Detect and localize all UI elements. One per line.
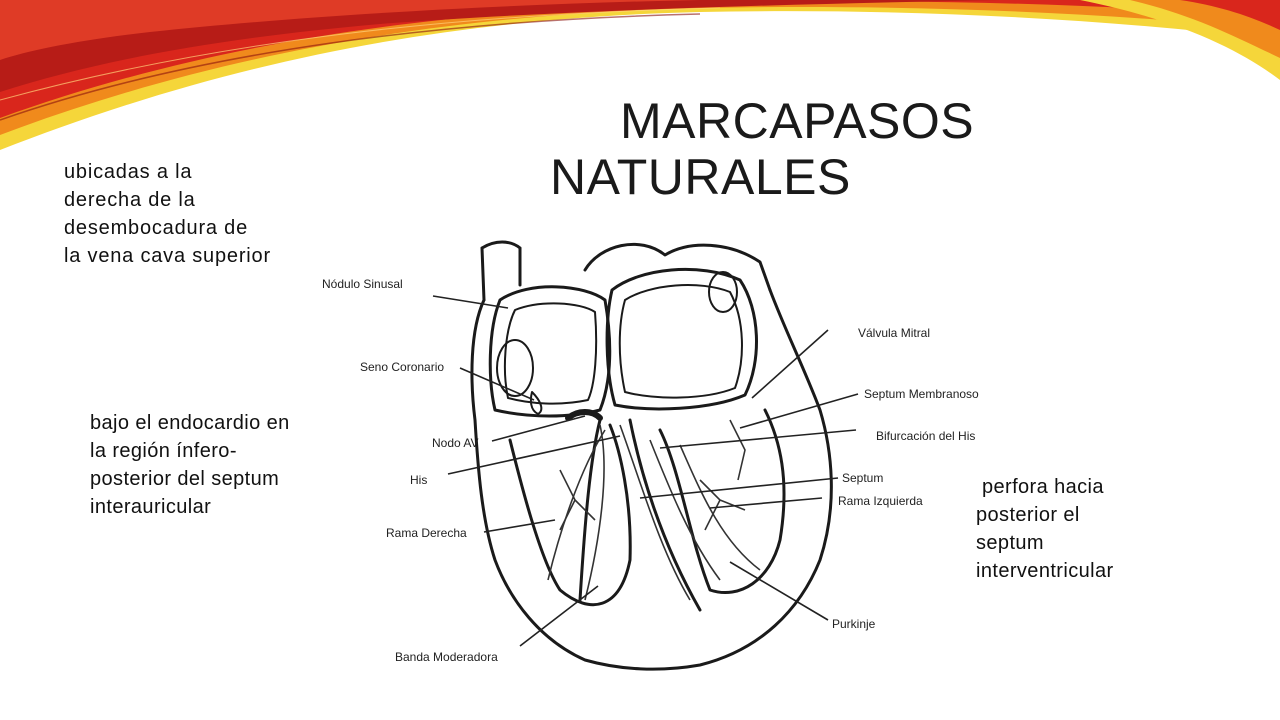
label-banda-moderadora: Banda Moderadora	[395, 650, 498, 664]
label-his: His	[410, 473, 427, 487]
decorative-ribbon	[0, 0, 1280, 150]
label-bifurcacion-his: Bifurcación del His	[876, 429, 975, 443]
label-purkinje: Purkinje	[832, 617, 876, 631]
slide-title-line1: MARCAPASOS	[620, 93, 975, 149]
note-av-node: bajo el endocardio en la región ínfero- …	[90, 412, 290, 518]
label-nodulo-sinusal: Nódulo Sinusal	[322, 277, 403, 291]
label-septum: Septum	[842, 471, 883, 485]
label-seno-coronario: Seno Coronario	[360, 360, 444, 374]
note-sinus-node: ubicadas a la derecha de la desembocadur…	[64, 161, 271, 267]
note-his-bundle: perfora hacia posterior el septum interv…	[976, 476, 1114, 582]
label-septum-membranoso: Septum Membranoso	[864, 387, 979, 401]
slide-title-line2: NATURALES	[550, 149, 851, 205]
label-nodo-av: Nodo AV	[432, 436, 478, 450]
label-rama-izquierda: Rama Izquierda	[838, 494, 923, 508]
label-valvula-mitral: Válvula Mitral	[858, 326, 930, 340]
label-rama-derecha: Rama Derecha	[386, 526, 467, 540]
